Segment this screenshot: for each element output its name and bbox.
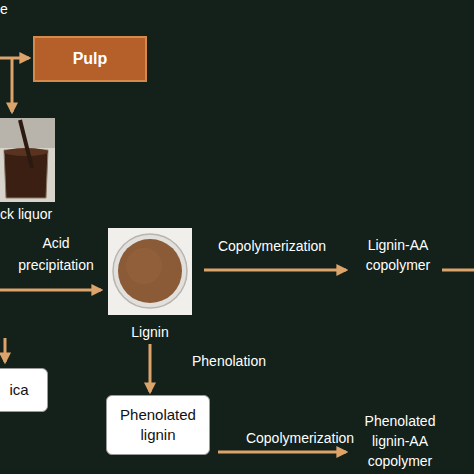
edge-label: Copolymerization bbox=[226, 427, 374, 449]
stub-arrows bbox=[0, 58, 474, 362]
node-text: Phenolated lignin-AA copolymer bbox=[350, 411, 450, 471]
flow-arrow bbox=[218, 451, 346, 454]
edge-label: Copolymerization bbox=[200, 235, 344, 257]
stub-arrow bbox=[0, 57, 29, 60]
edge-label: Phenolation bbox=[192, 350, 282, 372]
product-box: Pulp bbox=[33, 36, 147, 82]
process-box: Phenolated lignin bbox=[106, 395, 210, 455]
stub-arrow bbox=[0, 289, 101, 292]
step-label: Acid precipitation bbox=[8, 232, 104, 276]
black-liquor-photo bbox=[0, 118, 55, 202]
node-text: Lignin bbox=[131, 322, 168, 342]
lignin-photo bbox=[108, 228, 192, 315]
node-text: Pulp bbox=[73, 49, 108, 69]
stub-arrow bbox=[4, 338, 7, 362]
node-text: Lignin-AA copolymer bbox=[350, 235, 446, 275]
node-text: Phenolated lignin bbox=[107, 405, 209, 445]
node-text: ck liquor bbox=[0, 204, 52, 224]
process-box: ica bbox=[0, 368, 48, 412]
photo-node: ck liquor bbox=[0, 118, 62, 224]
cropped-label: e bbox=[0, 0, 14, 20]
node-text: ica bbox=[9, 380, 28, 400]
text-node: Phenolated lignin-AA copolymer bbox=[350, 408, 450, 474]
photo-node: Lignin bbox=[104, 228, 196, 342]
stub-arrow bbox=[442, 269, 474, 272]
text-node: Lignin-AA copolymer bbox=[350, 230, 446, 280]
flow-arrow bbox=[149, 344, 152, 392]
flow-arrow bbox=[204, 269, 346, 272]
stub-arrow bbox=[11, 58, 14, 112]
